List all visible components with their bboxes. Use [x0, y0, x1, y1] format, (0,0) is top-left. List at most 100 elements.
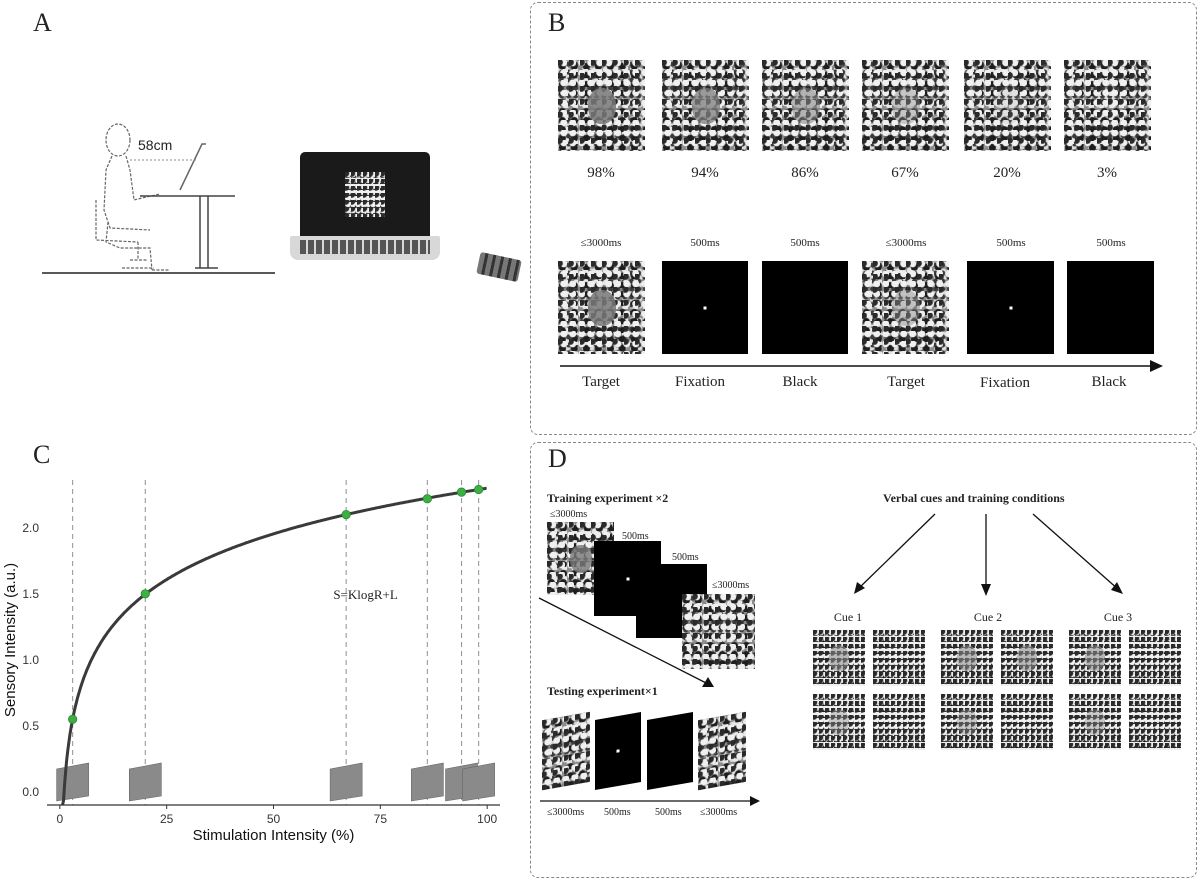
- x-tick-label: 25: [160, 812, 174, 826]
- face-icon: [569, 544, 592, 573]
- cue-3-stimulus: [1069, 694, 1121, 750]
- training-duration: ≤3000ms: [712, 580, 750, 591]
- response-box-illustration: [476, 251, 522, 283]
- laptop-keyboard: [290, 236, 440, 260]
- stimulus-98: [558, 60, 645, 151]
- intensity-label-86: 86%: [791, 165, 819, 181]
- intensity-label-67: 67%: [891, 165, 919, 181]
- testing-target-frame: [698, 711, 746, 791]
- data-point: [422, 494, 432, 504]
- fixation-cross-icon: [703, 306, 707, 309]
- duration-label: 500ms: [690, 237, 720, 249]
- axis-stimulus-thumbnail: [56, 762, 89, 802]
- testing-timeline-arrow: [540, 796, 760, 806]
- laptop-illustration: [290, 152, 440, 264]
- x-axis-label: Stimulation Intensity (%): [193, 827, 355, 844]
- data-point: [341, 509, 351, 520]
- verbal-cues-title: Verbal cues and training conditions: [883, 491, 1065, 505]
- laptop-screen: [300, 152, 430, 236]
- timeline-label: Fixation: [979, 375, 1030, 391]
- testing-title: Testing experiment×1: [547, 684, 658, 698]
- fixation-cross-icon: [616, 749, 620, 753]
- panel-b-frame: [530, 2, 1197, 435]
- cue-branch-arrows: [854, 513, 1123, 596]
- intensity-label-98: 98%: [587, 165, 615, 181]
- y-tick-label: 0.0: [22, 785, 39, 799]
- x-tick-label: 100: [477, 812, 497, 826]
- intensity-label-20: 20%: [993, 165, 1021, 181]
- y-tick-label: 1.0: [22, 653, 39, 667]
- y-tick-label: 1.5: [22, 587, 39, 601]
- testing-duration: 500ms: [604, 807, 631, 818]
- timeline-label: Target: [887, 374, 925, 390]
- y-axis-label: Sensory Intensity (a.u.): [2, 563, 19, 717]
- training-target-frame: [682, 594, 755, 669]
- duration-label: 500ms: [1096, 237, 1126, 249]
- duration-label: ≤3000ms: [885, 237, 927, 249]
- y-tick-label: 2.0: [22, 521, 39, 535]
- training-duration: 500ms: [672, 552, 699, 563]
- data-point: [140, 589, 150, 599]
- face-icon: [829, 645, 849, 671]
- training-diagonal-arrow: [538, 597, 714, 687]
- testing-target-frame: [542, 711, 590, 791]
- screen-noise-stimulus: [345, 172, 385, 217]
- testing-duration: ≤3000ms: [700, 807, 738, 818]
- timeline-black-frame: [762, 261, 848, 354]
- testing-duration: 500ms: [655, 807, 682, 818]
- timeline-label: Black: [1091, 374, 1127, 390]
- axis-stimulus-thumbnail: [329, 762, 363, 802]
- cue-1-stimulus: [813, 694, 865, 750]
- cue-2-stimulus: [941, 630, 993, 686]
- panel-d-frame: [530, 442, 1197, 878]
- panel-letter-c: C: [33, 440, 51, 469]
- panel-letter-b: B: [548, 8, 566, 37]
- face-icon: [1085, 709, 1105, 735]
- timeline-label: Fixation: [674, 374, 725, 390]
- fixation-cross-icon: [1009, 306, 1012, 309]
- axis-stimulus-thumbnail: [128, 762, 162, 802]
- panel-letter-d: D: [548, 444, 567, 473]
- cue-2-label: Cue 2: [973, 610, 1003, 624]
- formula-label: S=KlogR+L: [333, 587, 398, 602]
- cue-2-stimulus: [1001, 630, 1053, 686]
- stimulus-20: [964, 60, 1051, 151]
- duration-label: 500ms: [790, 237, 820, 249]
- timeline-label: Target: [582, 374, 620, 390]
- cue-1-stimulus: [813, 630, 865, 686]
- x-tick-label: 50: [267, 812, 281, 826]
- testing-fixation-frame: [595, 711, 641, 791]
- duration-label: ≤3000ms: [580, 237, 622, 249]
- training-title: Training experiment ×2: [547, 491, 669, 505]
- face-icon: [1085, 645, 1105, 671]
- training-duration: 500ms: [622, 531, 649, 542]
- weber-fechner-curve: [61, 486, 487, 806]
- data-point: [456, 487, 467, 497]
- timeline-arrow: [560, 360, 1163, 372]
- seated-participant-illustration: [42, 123, 275, 274]
- face-icon: [1017, 645, 1037, 671]
- stimulus-3: [1064, 60, 1151, 151]
- timeline-black-frame: [1067, 261, 1154, 354]
- data-point: [68, 714, 78, 724]
- intensity-label-3: 3%: [1097, 165, 1117, 181]
- timeline-target-frame: [862, 261, 949, 354]
- face-icon: [957, 709, 977, 735]
- intensity-label-94: 94%: [691, 165, 719, 181]
- y-tick-label: 0.5: [22, 719, 39, 733]
- stimulus-94: [662, 60, 749, 151]
- cue-1-stimulus: [873, 694, 925, 750]
- face-icon: [587, 289, 616, 326]
- training-duration: ≤3000ms: [550, 509, 588, 520]
- testing-black-frame: [647, 711, 693, 791]
- duration-label: 500ms: [996, 237, 1026, 249]
- data-point: [474, 484, 484, 495]
- fixation-cross-icon: [626, 577, 629, 580]
- cue-2-stimulus: [941, 694, 993, 750]
- face-icon: [957, 645, 977, 671]
- face-icon: [993, 87, 1022, 124]
- cue-3-stimulus: [1129, 630, 1181, 686]
- face-icon: [829, 709, 849, 735]
- cue-1-stimulus: [873, 630, 925, 686]
